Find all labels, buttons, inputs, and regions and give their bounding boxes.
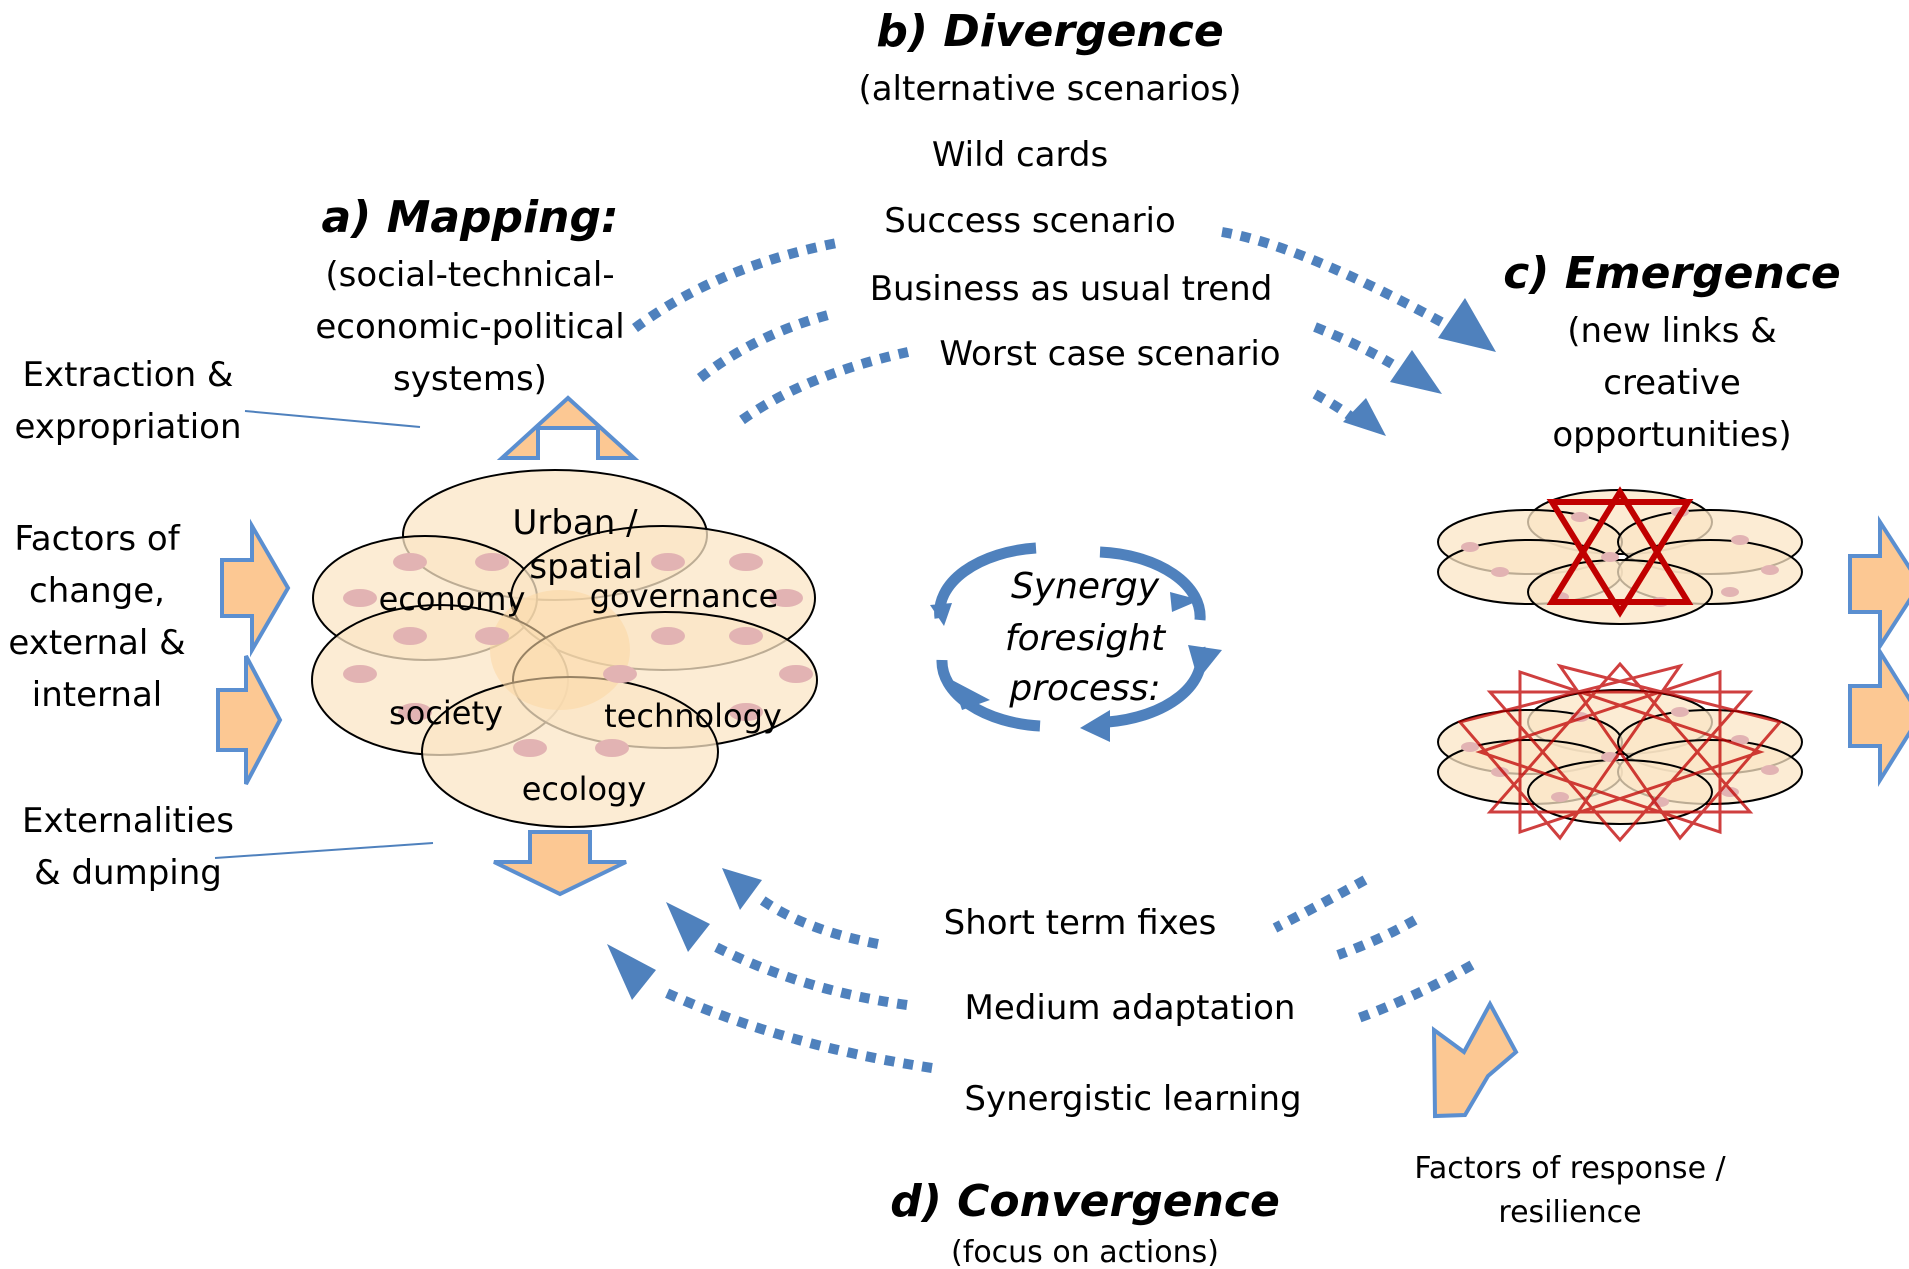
mapping-ellipse-cluster — [311, 469, 818, 828]
domain-technology: technology — [604, 697, 782, 735]
extraction-line1: Extraction & — [23, 355, 234, 395]
emergence-flower-bottom — [1437, 661, 1803, 843]
center-line2: foresight — [1005, 618, 1167, 659]
convergence-title: d) Convergence — [890, 1176, 1280, 1227]
center-line1: Synergy — [1011, 566, 1160, 607]
domain-ecology: ecology — [522, 770, 647, 808]
factors-change-line4: internal — [32, 675, 162, 715]
mapping-title: a) Mapping: — [321, 192, 618, 243]
dotted-arrows-to-mapping — [607, 868, 933, 1073]
scenario-success: Success scenario — [884, 201, 1176, 241]
domain-urban-line2: spatial — [529, 547, 642, 587]
emergence-subtitle-line1: (new links & — [1567, 311, 1777, 351]
dotted-arrows-to-emergence — [1221, 227, 1496, 436]
domain-urban-line1: Urban / — [512, 503, 638, 543]
scenario-wild-cards: Wild cards — [932, 135, 1108, 175]
domain-economy: economy — [379, 580, 526, 618]
action-synergistic-learning: Synergistic learning — [964, 1079, 1301, 1119]
up-block-arrow — [496, 395, 640, 460]
extraction-connector — [244, 410, 421, 428]
factors-change-line2: change, — [29, 571, 165, 611]
factors-change-line1: Factors of — [14, 519, 180, 559]
emergence-subtitle-line2: creative — [1603, 363, 1741, 403]
down-block-arrow — [493, 830, 627, 897]
mapping-subtitle-line1: (social-technical- — [325, 255, 614, 295]
right-edge-block-arrow-lower — [1848, 645, 1909, 787]
domain-governance: governance — [590, 577, 779, 615]
emergence-title: c) Emergence — [1503, 248, 1841, 299]
right-edge-block-arrow-upper — [1848, 515, 1909, 653]
divergence-title: b) Divergence — [876, 6, 1223, 57]
convergence-subtitle: (focus on actions) — [951, 1235, 1219, 1269]
ellipse-core-overlap — [490, 590, 630, 710]
dotted-arrows-to-divergence — [632, 237, 910, 425]
scenario-business-as-usual: Business as usual trend — [870, 269, 1273, 309]
extraction-line2: expropriation — [14, 407, 241, 447]
right-block-arrow-upper — [220, 518, 291, 658]
mapping-subtitle-line2: economic-political — [315, 307, 624, 347]
center-line3: process: — [1008, 668, 1160, 709]
factors-change-line3: external & — [8, 623, 185, 663]
externalities-connector — [214, 842, 434, 859]
cycle-arrows — [930, 542, 1222, 742]
externalities-line1: Externalities — [22, 801, 234, 841]
dotted-arrows-from-emergence — [1272, 875, 1475, 1025]
emergence-subtitle-line3: opportunities) — [1552, 415, 1791, 455]
response-line2: resilience — [1498, 1195, 1641, 1230]
action-medium-adaptation: Medium adaptation — [965, 988, 1296, 1028]
scenario-worst-case: Worst case scenario — [939, 334, 1280, 374]
action-short-term: Short term fixes — [944, 903, 1217, 943]
response-block-arrow — [1431, 999, 1519, 1119]
response-line1: Factors of response / — [1414, 1151, 1726, 1186]
emergence-flower-top — [1437, 486, 1803, 625]
right-block-arrow-lower — [216, 655, 283, 785]
mapping-subtitle-line3: systems) — [393, 359, 547, 399]
domain-society: society — [389, 694, 503, 732]
externalities-line2: & dumping — [34, 853, 222, 893]
divergence-subtitle: (alternative scenarios) — [858, 69, 1241, 109]
